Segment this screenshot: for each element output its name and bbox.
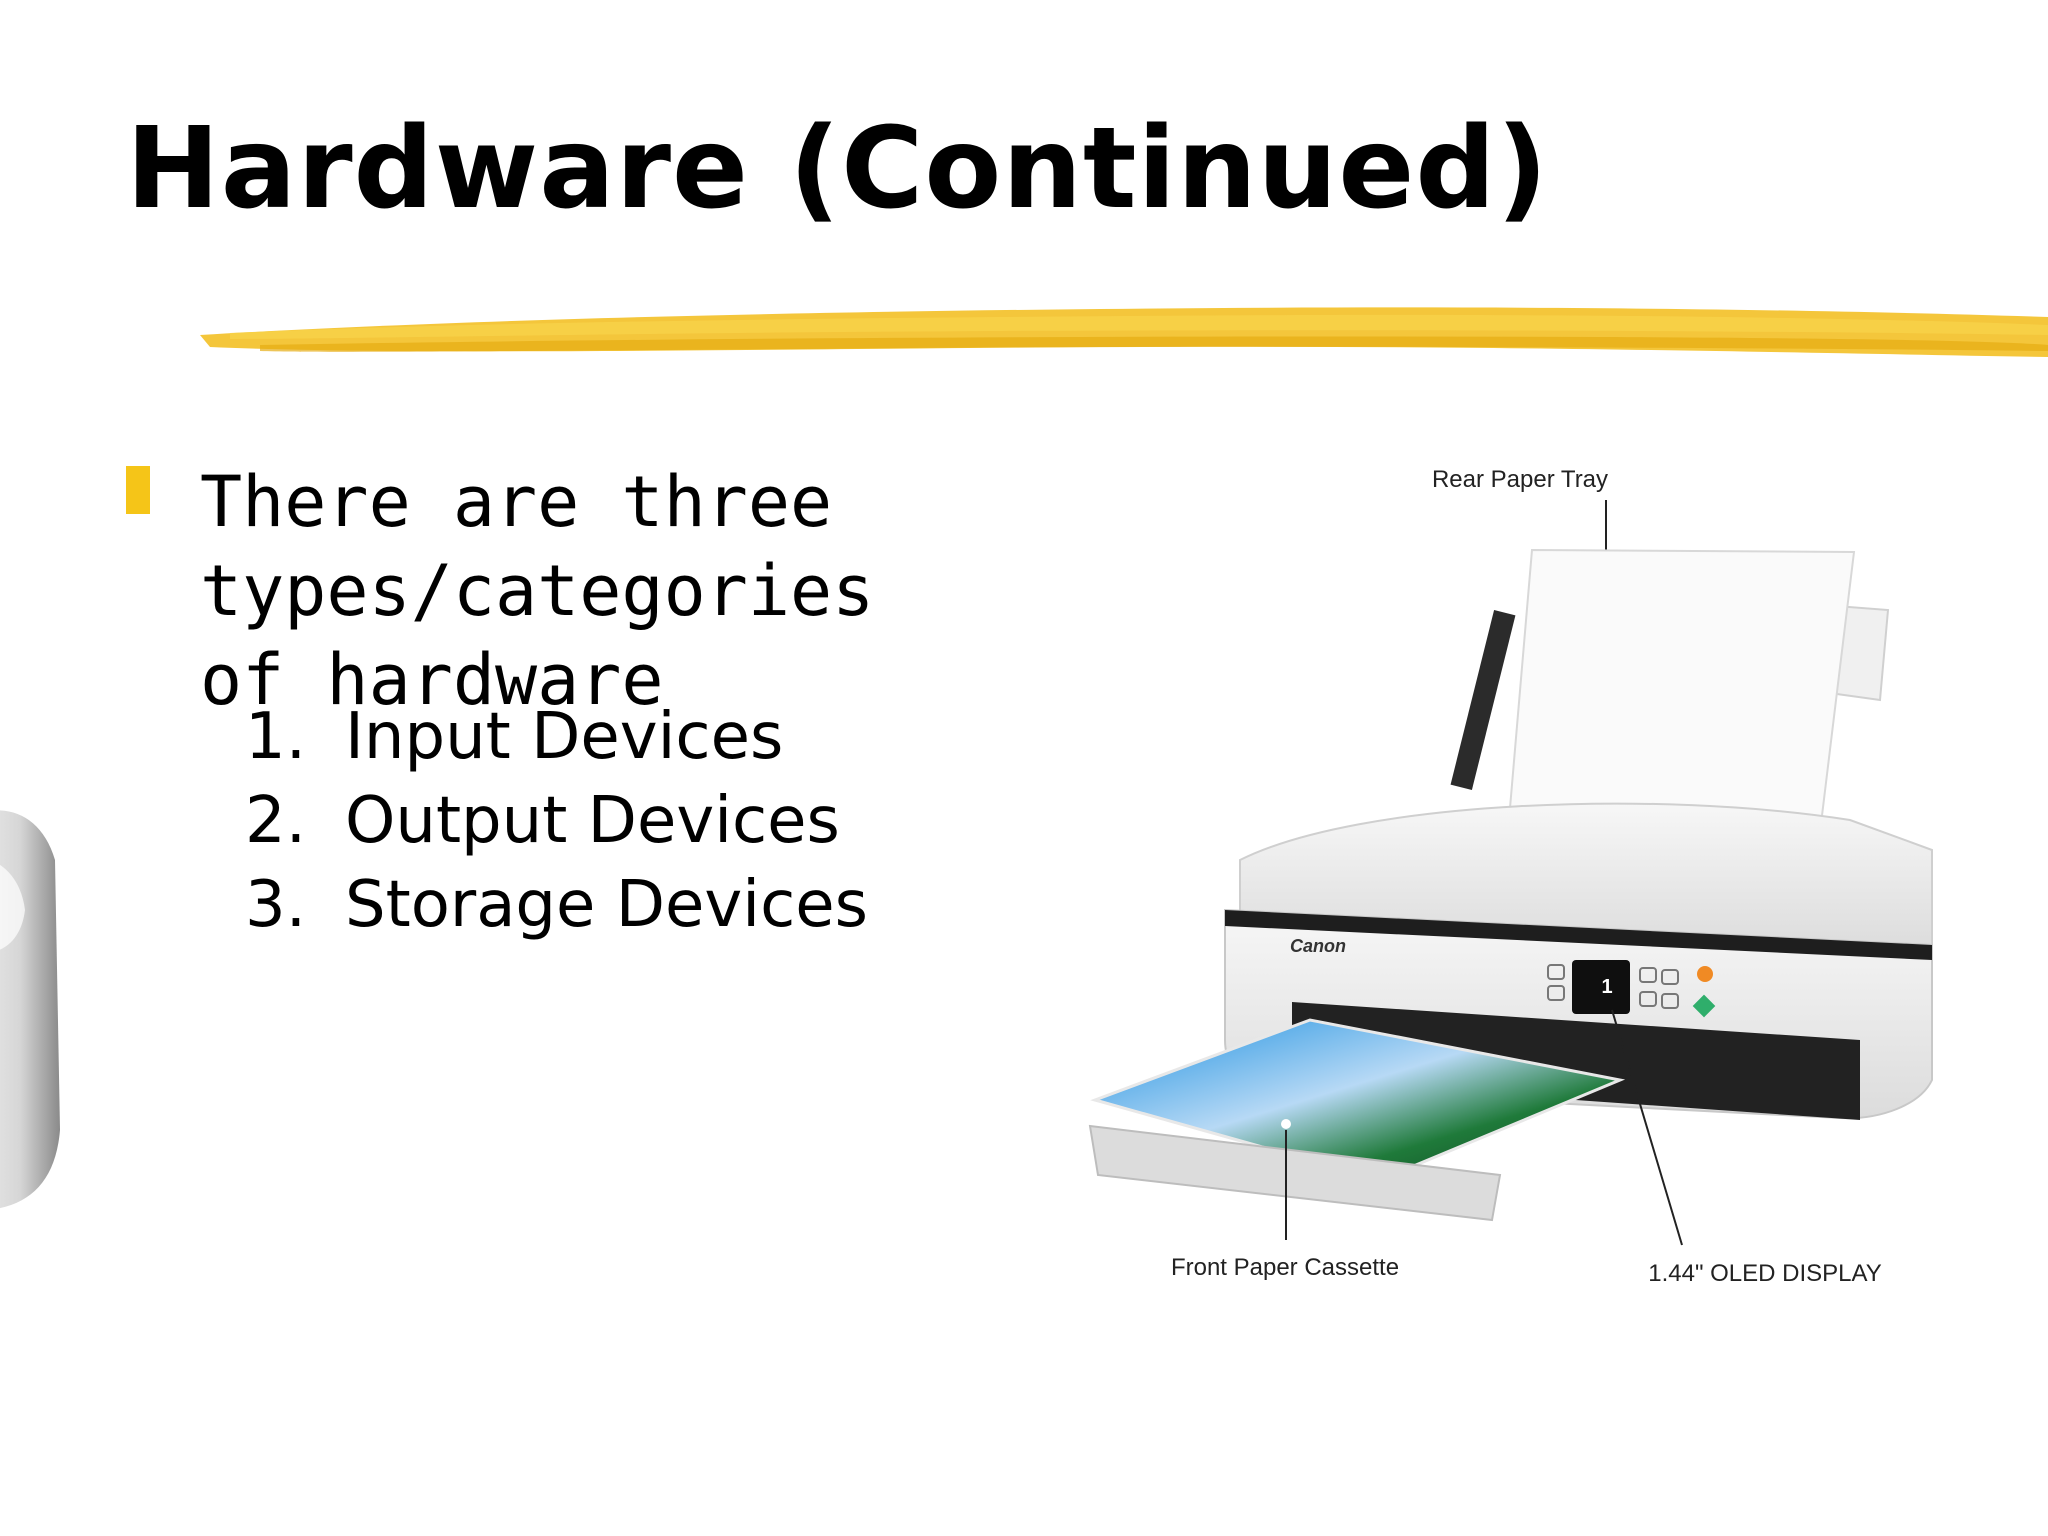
- front-paper-cassette-label: Front Paper Cassette: [1171, 1254, 1399, 1281]
- printer-screen-digit: 1: [1601, 976, 1612, 998]
- list-item: 1. Input Devices: [245, 695, 868, 779]
- yellow-brush-stroke-icon: [200, 307, 2048, 357]
- bullet-text: There are three types/categories of hard…: [200, 461, 875, 721]
- list-item-number: 3.: [245, 868, 307, 942]
- mouse-image-icon: [0, 810, 60, 1208]
- list-item-number: 1.: [245, 700, 307, 774]
- hardware-types-list: 1. Input Devices 2. Output Devices 3. St…: [245, 695, 868, 947]
- list-item: 2. Output Devices: [245, 779, 868, 863]
- oled-display-label: 1.44" OLED DISPLAY: [1648, 1260, 1882, 1287]
- list-item-label: Storage Devices: [345, 868, 868, 942]
- list-item-label: Input Devices: [345, 700, 784, 774]
- bullet-square-icon: [126, 466, 150, 514]
- canon-logo: Canon: [1290, 936, 1346, 956]
- printer-image: Rear Paper Tray Canon 1 Front Paper Cass…: [1088, 466, 1933, 1287]
- list-item: 3. Storage Devices: [245, 863, 868, 947]
- rear-paper-tray-label: Rear Paper Tray: [1432, 466, 1608, 493]
- slide-title: Hardware (Continued): [126, 104, 1549, 234]
- list-item-label: Output Devices: [345, 784, 840, 858]
- list-item-number: 2.: [245, 784, 307, 858]
